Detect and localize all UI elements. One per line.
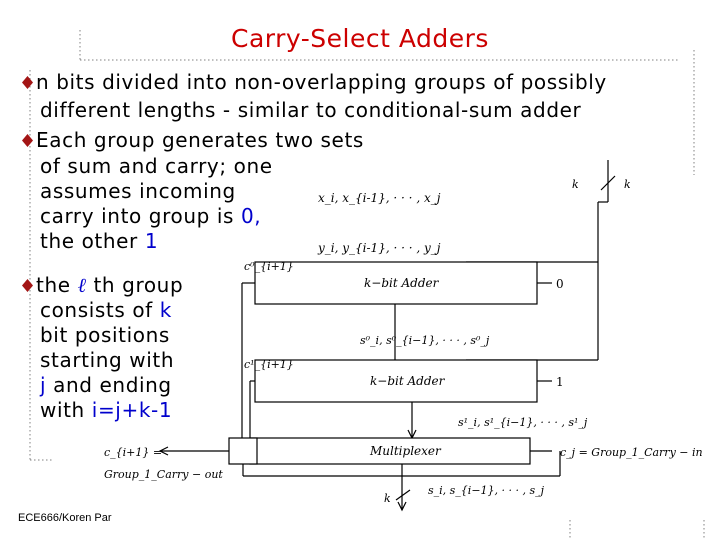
start-position-j: j: [40, 373, 47, 397]
carry-in-one-label: 1: [556, 375, 564, 389]
bullet-diamond-icon: [22, 279, 33, 292]
carry-out-zero-label: c⁰_{i+1}: [244, 260, 294, 273]
carry-value-one: 1: [144, 229, 159, 253]
bullet-2-line-2: of sum and carry; one: [40, 154, 273, 178]
carry-out-eq-label: c_{i+1} =: [104, 446, 162, 459]
slide-title: Carry-Select Adders: [231, 24, 489, 53]
sum-output-label: s_i, s_{i−1}, · · · , s_j: [428, 484, 545, 497]
input-width-k-label: k: [572, 178, 579, 191]
carry-value-zero: 0,: [240, 204, 262, 228]
bullet-2-line-4: carry into group is 0,: [40, 204, 261, 229]
bullet-3-line-2: consists of k: [40, 298, 172, 323]
bullet-2-line-3: assumes incoming: [40, 179, 236, 203]
bullet-3-line-6: with i=j+k-1: [40, 398, 172, 423]
carry-out-one-label: c¹_{i+1}: [244, 358, 294, 371]
output-width-k-label: k: [384, 492, 391, 505]
sum-set-zero-label: s⁰_i, s⁰_{i−1}, · · · , s⁰_j: [360, 334, 490, 347]
bullet-3-line-5: j and ending: [40, 373, 172, 398]
bullet-2-line-5: the other 1: [40, 229, 158, 254]
bullet-2-line-4-text: carry into group is: [40, 204, 241, 228]
adder-bottom-label: k−bit Adder: [370, 374, 446, 388]
adder-top-label: k−bit Adder: [364, 276, 440, 290]
bullet-1-line-2: different lengths - similar to condition…: [40, 98, 582, 122]
bullet-diamond-icon: [22, 76, 33, 89]
bullet-3-suffix: th group: [86, 273, 184, 297]
bullet-2-line-1: Each group generates two sets: [36, 128, 364, 152]
group-index-var: ℓ: [77, 273, 87, 297]
sum-set-one-label: s¹_i, s¹_{i−1}, · · · , s¹_j: [458, 416, 588, 429]
bullet-3-line-3: bit positions: [40, 323, 170, 347]
carry-in-zero-label: 0: [556, 277, 564, 291]
bullet-3-prefix: the: [36, 273, 78, 297]
slide-footer: ECE666/Koren Par: [18, 512, 112, 524]
bullet-3-line-5-text: and ending: [46, 373, 172, 397]
bullet-1-line-1: n bits divided into non-overlapping grou…: [36, 70, 607, 94]
end-position-formula: i=j+k-1: [91, 398, 173, 422]
bullet-diamond-icon: [22, 134, 33, 147]
bullet-3-line-1: the ℓ th group: [36, 273, 183, 298]
group-carry-in-label: c_j = Group_1_Carry − in: [560, 446, 703, 459]
input-width-k-slash-label: k: [624, 178, 631, 191]
bullet-2-line-5-text: the other: [40, 229, 145, 253]
bullet-3-line-2-text: consists of: [40, 298, 160, 322]
group-carry-out-label: Group_1_Carry − out: [104, 468, 223, 481]
bullet-3-line-4: starting with: [40, 348, 175, 372]
y-inputs-label: y_i, y_{i-1}, · · · , y_j: [317, 241, 441, 255]
group-size-k: k: [159, 298, 172, 322]
x-inputs-label: x_i, x_{i-1}, · · · , x_j: [318, 191, 441, 205]
multiplexer-label: Multiplexer: [369, 444, 442, 458]
bullet-3-line-6-text: with: [40, 398, 92, 422]
